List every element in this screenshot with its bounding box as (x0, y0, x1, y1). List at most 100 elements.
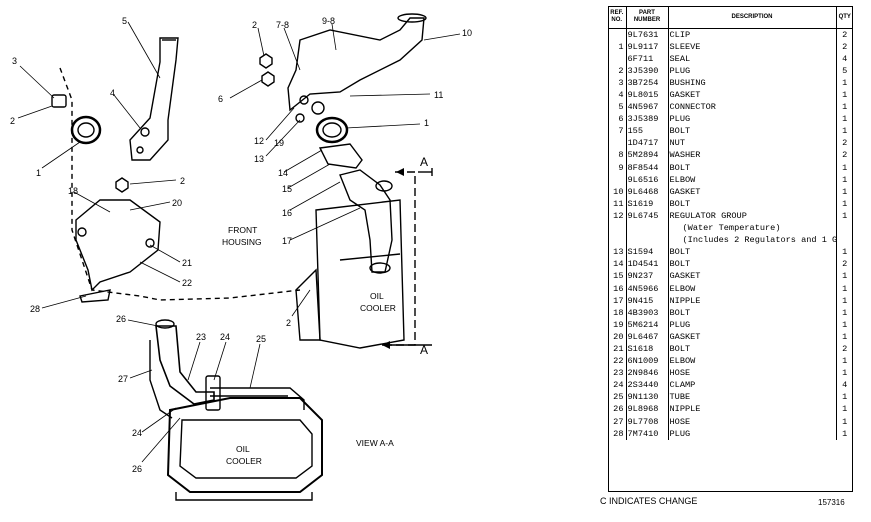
description-cell: CLAMP (667, 379, 836, 392)
qty-cell: 1 (835, 307, 853, 320)
part-number-cell: 9L8968 (625, 403, 668, 416)
callout-6: 6 (218, 94, 223, 104)
ref-number-cell: 17 (613, 295, 624, 306)
qty-cell: 1 (835, 428, 853, 441)
qty-cell: 1 (835, 295, 853, 308)
qty-cell: 1 (835, 355, 853, 368)
part-number-cell: S1619 (625, 198, 668, 211)
section-line-a (382, 171, 416, 346)
description-cell: HOSE (667, 416, 836, 429)
description-cell: BOLT (667, 125, 836, 138)
callout-16: 16 (282, 208, 292, 218)
oil-cooler-view (166, 397, 323, 493)
qty-cell: 2 (835, 149, 853, 163)
part-number-cell (625, 222, 668, 235)
part-number-cell: 9L8015 (625, 89, 668, 102)
callout-9-8: 9-8 (322, 16, 335, 26)
callout-3: 3 (12, 56, 17, 66)
callout-26b: 26 (132, 464, 142, 474)
qty-cell: 2 (835, 41, 853, 54)
table-row: 19C5M6214PLUG1 (608, 319, 853, 332)
callout-19: 19 (274, 138, 284, 148)
ref-number-cell: 10 (613, 186, 624, 197)
description-cell: CLIP (667, 28, 836, 42)
ref-number-cell: 13 (613, 247, 624, 258)
part-number-cell: 3B7254 (625, 77, 668, 90)
part-number-cell: 9L6467 (625, 331, 668, 344)
part-number-cell: S1618 (625, 343, 668, 356)
qty-cell: 2 (835, 258, 853, 271)
parts-table-header: REF. NO. PART NUMBER DESCRIPTION QTY (608, 6, 853, 29)
description-cell: PLUG (667, 113, 836, 126)
ref-number-cell: 9 (618, 162, 624, 173)
part-number-cell: 5M2894 (625, 149, 668, 163)
callout-25: 25 (256, 334, 266, 344)
part-number-cell: 2N9846 (625, 367, 668, 380)
water-elbow-part (287, 17, 425, 112)
regulator-sleeve-part (315, 116, 349, 144)
front-housing-part (75, 199, 161, 292)
callout-1b: 1 (424, 118, 429, 128)
qty-cell: 4 (835, 379, 853, 392)
callout-18: 18 (68, 186, 78, 196)
qty-cell: 1 (835, 270, 853, 283)
ref-number-cell (608, 174, 626, 186)
callout-12: 12 (254, 136, 264, 146)
ref-number-cell: 5 (618, 102, 624, 113)
qty-cell: 5 (835, 65, 853, 78)
qty-cell: 1 (835, 367, 853, 380)
qty-cell: 1 (835, 416, 853, 429)
part-number-cell: 6N1009 (625, 355, 668, 368)
section-a-top-label: A (420, 155, 428, 169)
ref-number-cell: 6 (618, 114, 624, 125)
description-cell: ELBOW (667, 355, 836, 368)
description-cell: GASKET (667, 270, 836, 283)
description-cell: WASHER (667, 149, 836, 163)
qty-cell: 1 (835, 403, 853, 416)
part-number-cell: 9N1130 (625, 391, 668, 404)
ref-number-cell: 22 (613, 356, 624, 367)
qty-cell: 1 (835, 319, 853, 332)
part-number-cell: 9L9117 (625, 41, 668, 54)
description-cell: CONNECTOR (667, 101, 836, 114)
ref-number-cell: 28 (613, 428, 624, 439)
ref-number-cell: 19C (613, 319, 624, 330)
ref-number-cell (608, 138, 626, 150)
ref-number-cell (608, 223, 626, 235)
change-footnote: C INDICATES CHANGE (600, 496, 698, 506)
qty-cell: 1 (835, 113, 853, 126)
plug-part (115, 177, 129, 193)
description-cell: PLUG (667, 428, 836, 441)
part-number-cell: 9L6516 (625, 174, 668, 187)
document-id: 157316 (818, 498, 845, 507)
part-number-cell: 9L6745 (625, 210, 668, 223)
oil-cooler-view-label: OIL (236, 444, 250, 454)
sleeve-part (70, 115, 102, 145)
callout-17: 17 (282, 236, 292, 246)
callout-28: 28 (30, 304, 40, 314)
part-number-cell: 9L6468 (625, 186, 668, 199)
ref-number-cell: 4 (618, 90, 624, 101)
part-number-cell: 7M7410 (625, 428, 668, 441)
description-cell: BOLT (667, 307, 836, 320)
callout-2c: 2 (252, 20, 257, 30)
section-a-bottom-label: A (420, 343, 428, 357)
part-number-cell: 5M6214 (625, 319, 668, 332)
callout-11: 11 (434, 90, 443, 100)
front-housing-outline (59, 67, 301, 301)
description-cell: SLEEVE (667, 41, 836, 54)
part-number-cell: 4N5967 (625, 101, 668, 114)
